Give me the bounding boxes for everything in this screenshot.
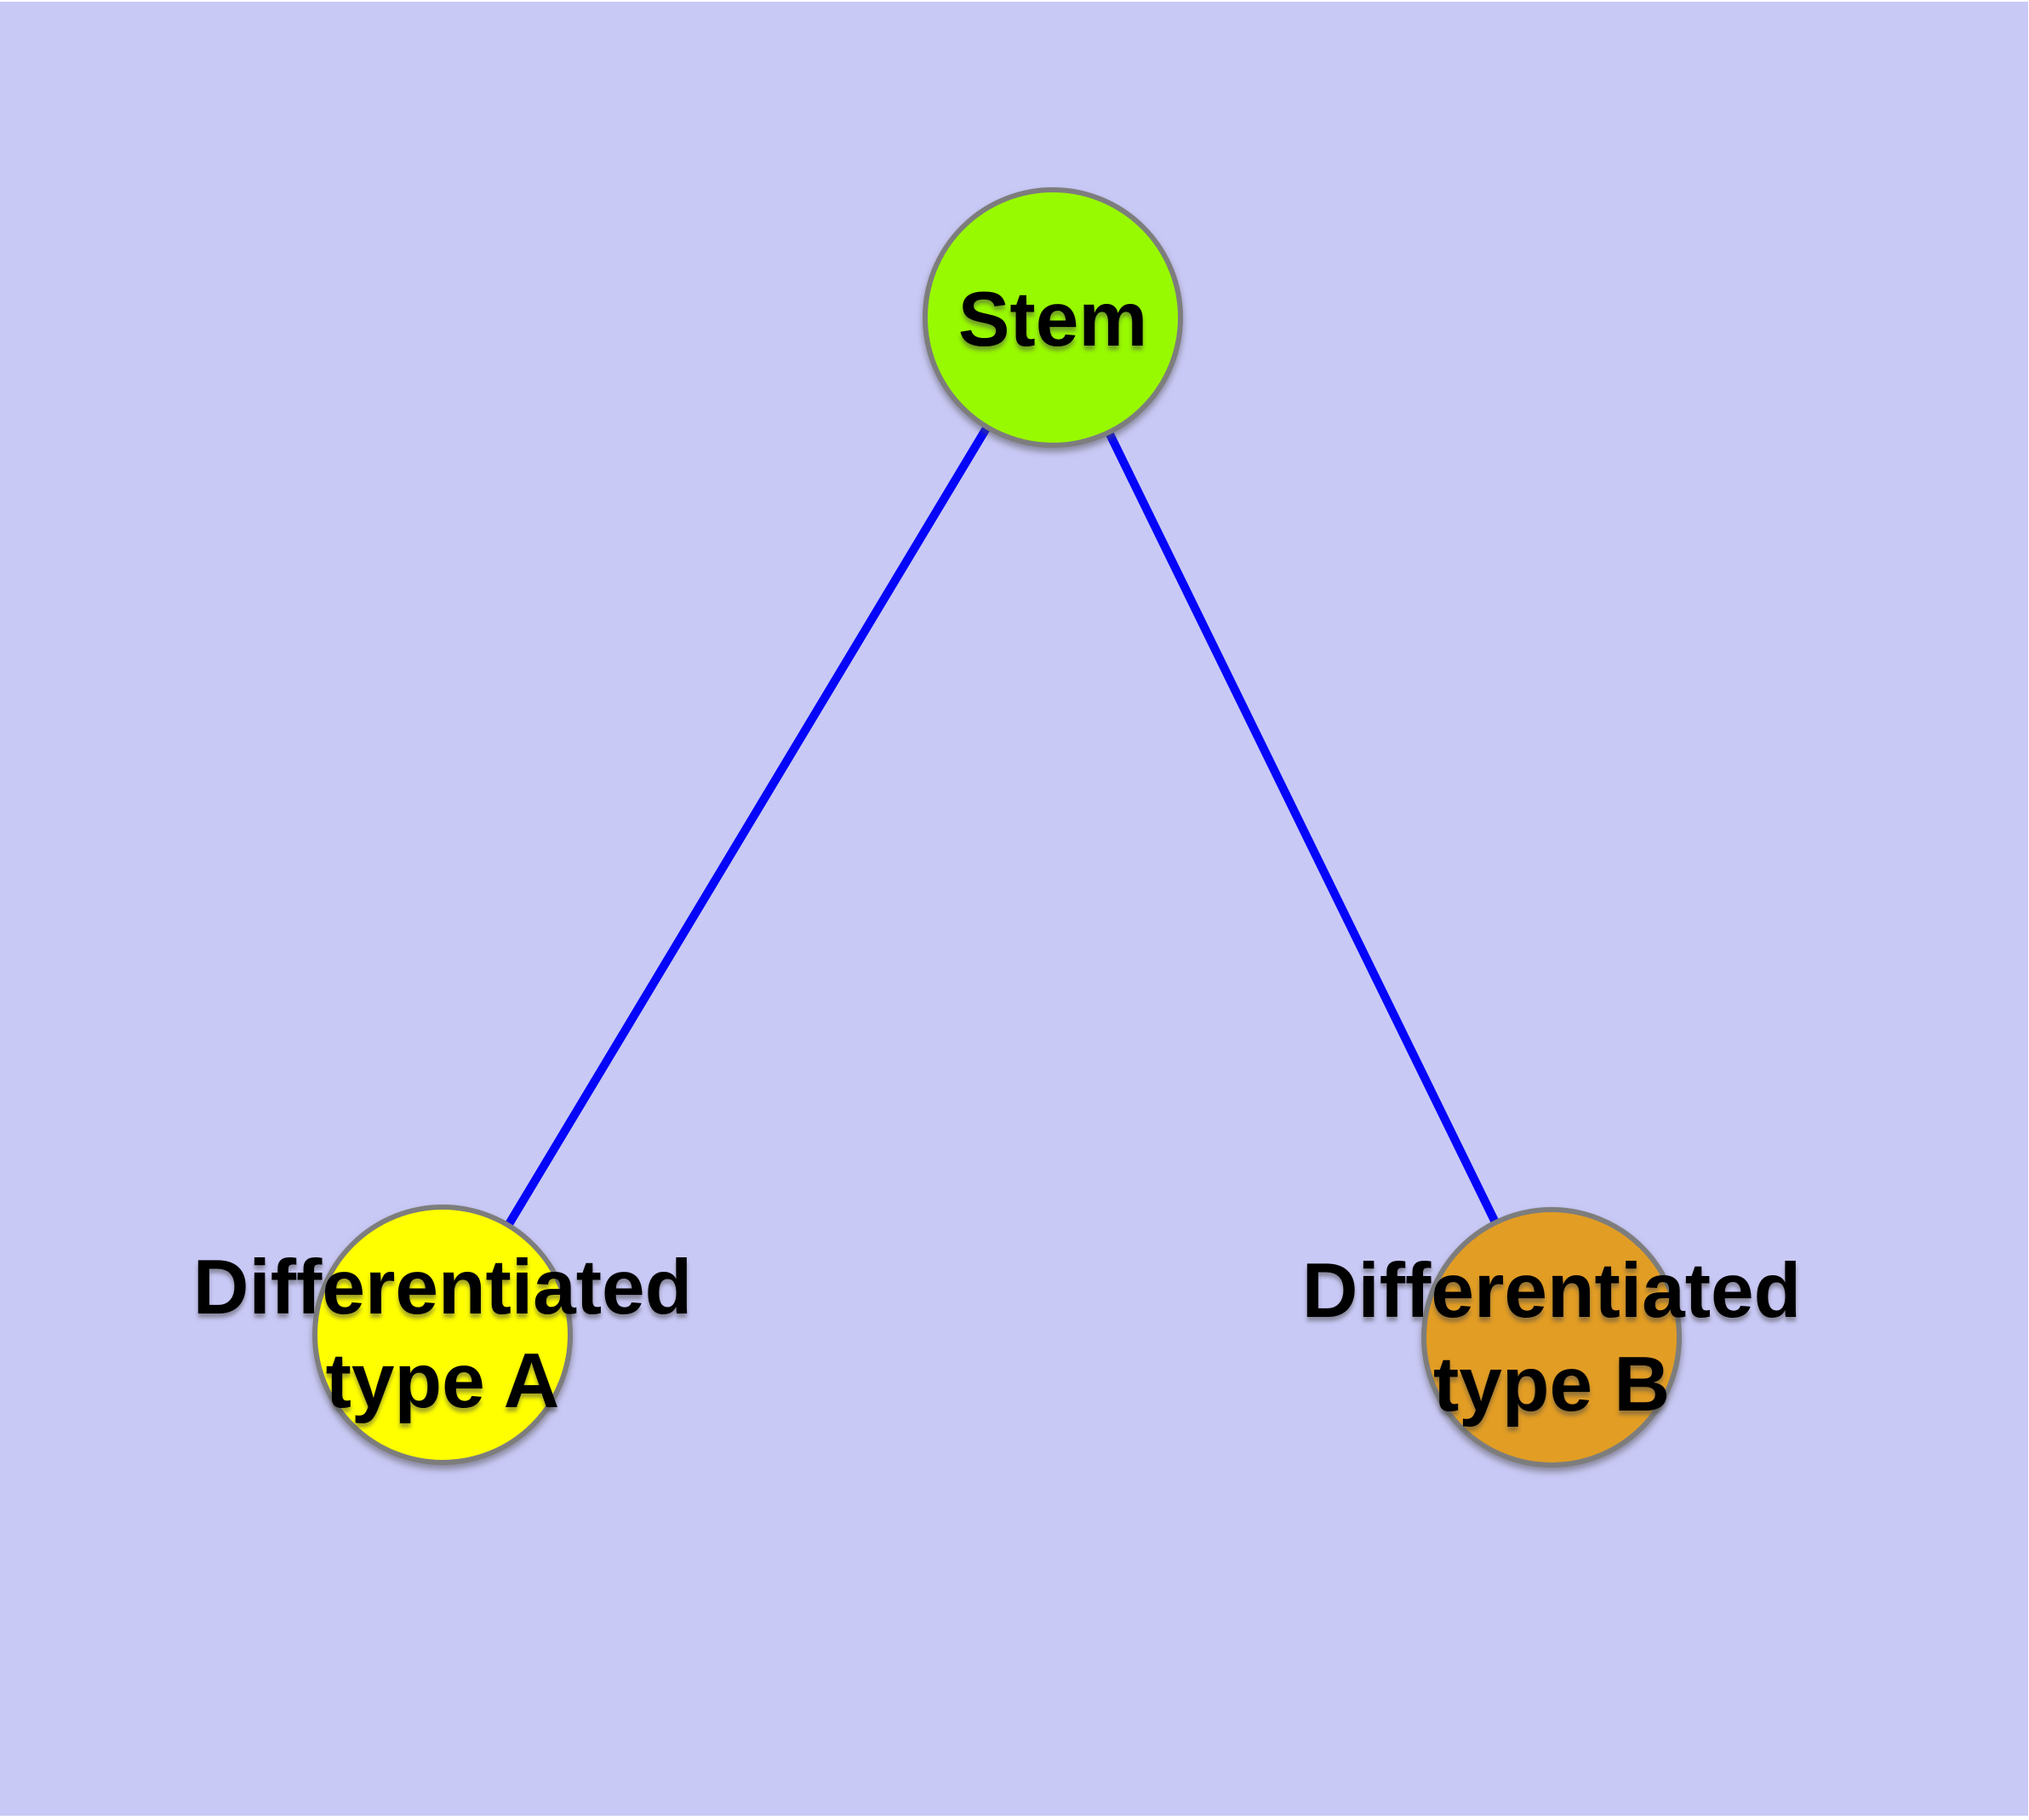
node-type-a-circle[interactable] — [312, 1205, 573, 1465]
edge-stem-to-type-a — [438, 315, 1057, 1337]
edge-stem-to-type-b — [1049, 315, 1556, 1340]
node-stem-circle[interactable] — [923, 187, 1183, 448]
node-type-b-circle[interactable] — [1421, 1207, 1682, 1468]
